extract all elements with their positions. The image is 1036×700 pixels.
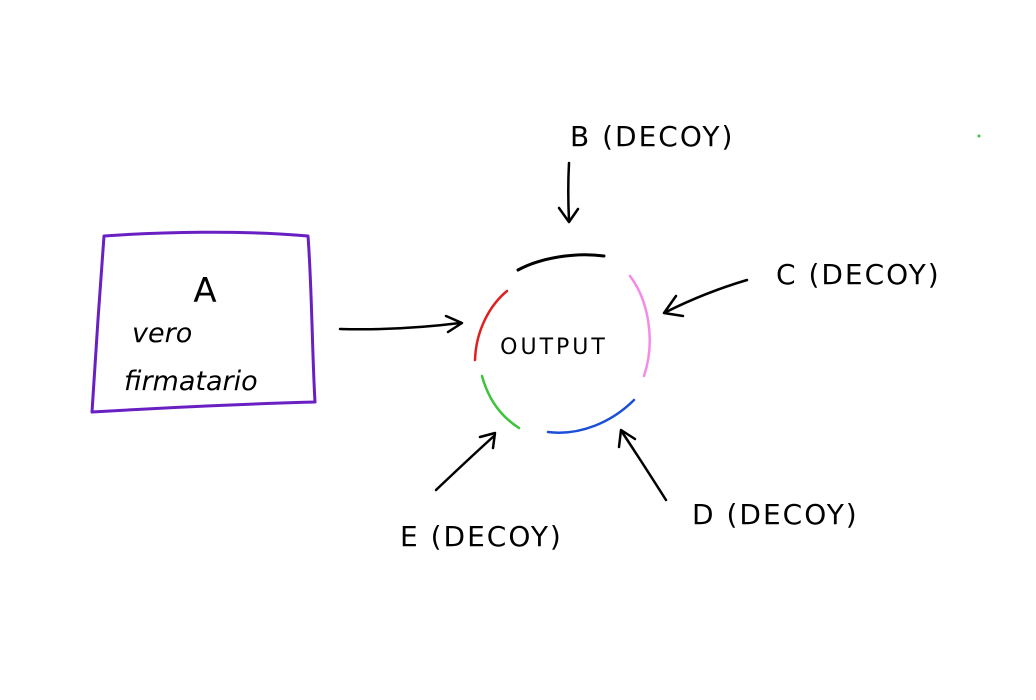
output-segment-right <box>628 274 651 378</box>
node-c-label: C (DECOY) <box>776 258 941 291</box>
arrow-b-to-output <box>557 161 580 224</box>
arrow-c-to-output <box>662 278 749 318</box>
node-output: OUTPUT <box>473 253 651 434</box>
output-segment-left <box>473 289 509 362</box>
node-e-label: E (DECOY) <box>400 520 563 553</box>
node-b-label: B (DECOY) <box>570 120 734 153</box>
output-segment-bottom <box>546 398 636 434</box>
output-label: OUTPUT <box>500 335 608 360</box>
node-a-box <box>90 230 317 414</box>
stray-dot <box>977 134 981 138</box>
node-d-label: D (DECOY) <box>692 498 859 531</box>
node-a-line1: vero <box>132 318 192 349</box>
node-c: C (DECOY) <box>776 258 941 291</box>
node-a-letter: A <box>193 271 216 311</box>
node-a: A vero firmatario <box>90 230 317 414</box>
arrow-e-to-output <box>434 431 497 492</box>
node-b: B (DECOY) <box>570 120 734 153</box>
output-segment-bottom-left <box>480 374 521 430</box>
arrow-a-to-output <box>338 314 464 334</box>
output-segment-top <box>516 253 606 272</box>
node-d: D (DECOY) <box>692 498 859 531</box>
node-a-line2: firmatario <box>124 366 258 397</box>
node-e: E (DECOY) <box>400 520 563 553</box>
arrow-d-to-output <box>617 428 668 502</box>
